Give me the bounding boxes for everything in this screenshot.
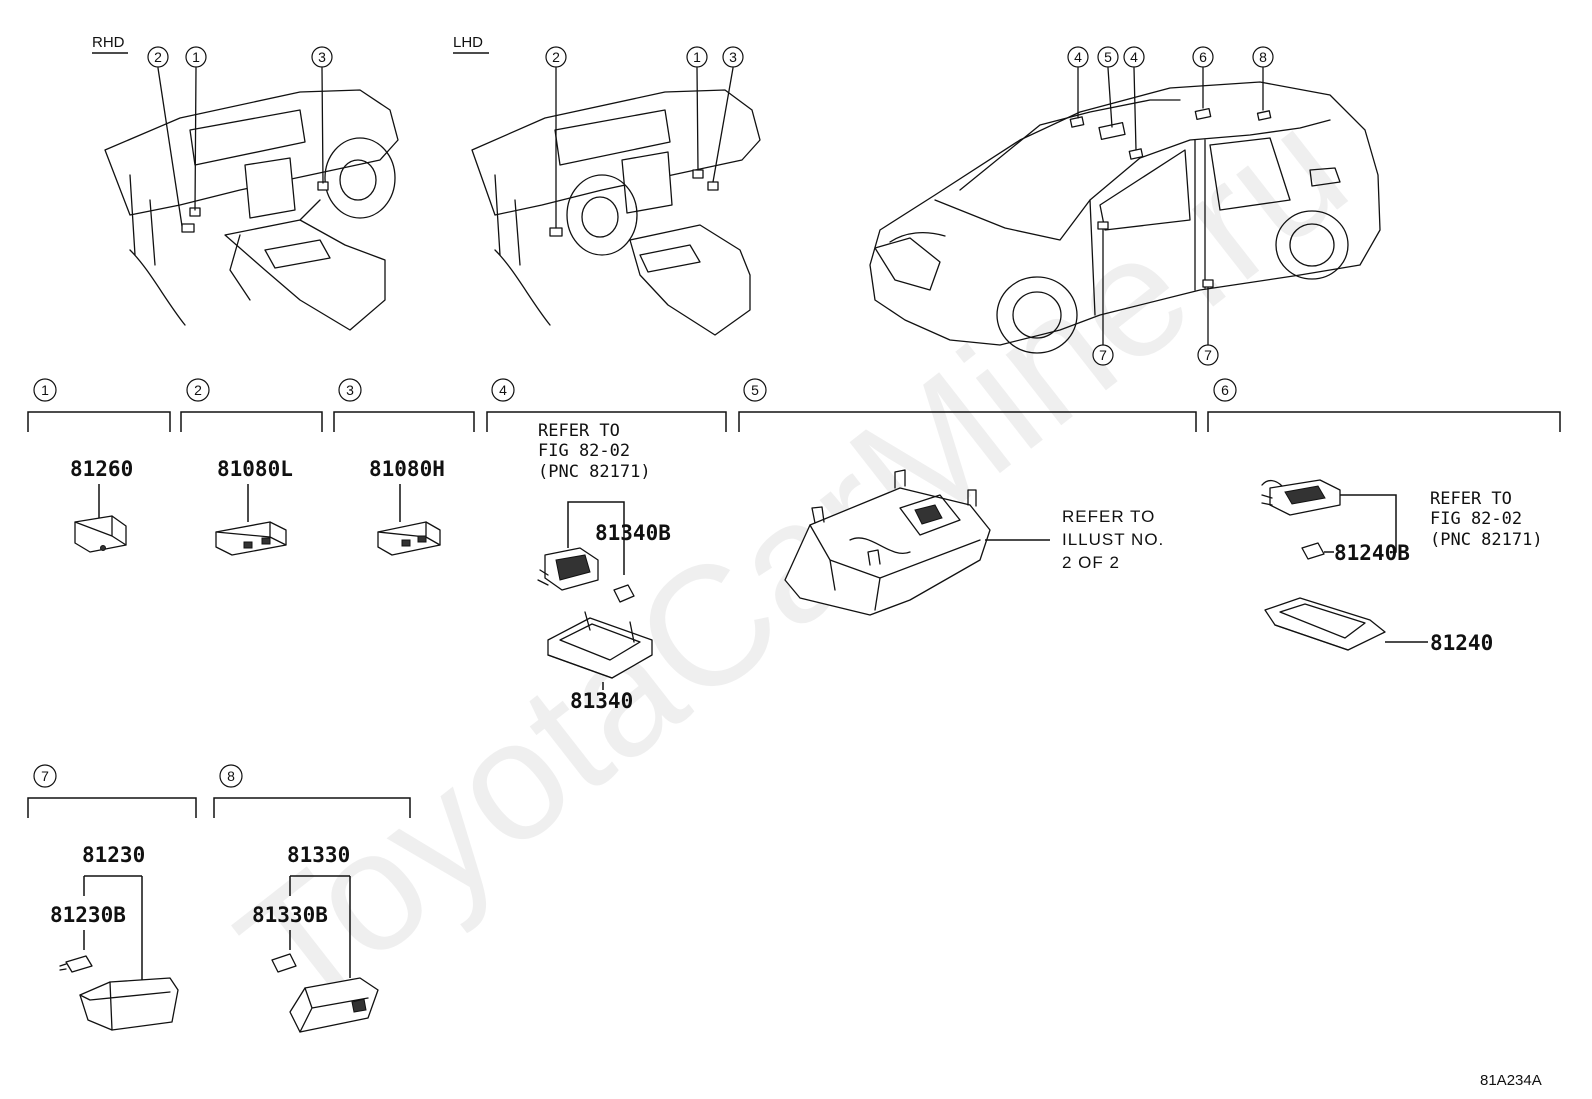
rhd-label: RHD bbox=[92, 34, 125, 51]
svg-text:7: 7 bbox=[1204, 347, 1212, 363]
car-callout-4a: 4 bbox=[1067, 46, 1089, 68]
svg-text:3: 3 bbox=[318, 49, 326, 65]
group-2-header: 2 bbox=[180, 378, 323, 432]
svg-text:3: 3 bbox=[346, 382, 354, 398]
group-2-part: 81080L bbox=[215, 457, 293, 556]
rhd-callout-3: 3 bbox=[311, 46, 333, 68]
part-number-81230: 81230 bbox=[82, 843, 145, 867]
car-callout-7a: 7 bbox=[1092, 344, 1114, 366]
group-4-header: 4 bbox=[486, 378, 727, 432]
group-6-note-line1: REFER TO bbox=[1430, 489, 1512, 509]
group-5-header: 5 bbox=[738, 378, 1197, 432]
part-number-81330: 81330 bbox=[287, 843, 350, 867]
svg-text:3: 3 bbox=[729, 49, 737, 65]
lhd-callout-1: 1 bbox=[686, 46, 708, 68]
part-number-81330B: 81330B bbox=[252, 903, 328, 927]
lhd-callout-3: 3 bbox=[722, 46, 744, 68]
rhd-callout-2: 2 bbox=[147, 46, 169, 68]
svg-text:1: 1 bbox=[192, 49, 200, 65]
svg-text:5: 5 bbox=[1104, 49, 1112, 65]
part-number-81240B: 81240B bbox=[1334, 541, 1410, 565]
svg-text:1: 1 bbox=[41, 382, 49, 398]
group-4-note-line3: (PNC 82171) bbox=[538, 462, 651, 482]
group-6-note-line3: (PNC 82171) bbox=[1430, 530, 1543, 550]
group-5-part: REFER TO ILLUST NO. 2 OF 2 bbox=[784, 469, 1164, 616]
svg-text:1: 1 bbox=[693, 49, 701, 65]
group-5-note-line2: ILLUST NO. bbox=[1062, 530, 1164, 549]
part-number-81340: 81340 bbox=[570, 689, 633, 713]
car-callout-7b: 7 bbox=[1197, 344, 1219, 366]
svg-text:4: 4 bbox=[1074, 49, 1082, 65]
group-5-note-line1: REFER TO bbox=[1062, 507, 1155, 526]
car-callout-5: 5 bbox=[1097, 46, 1119, 68]
group-5-note-line3: 2 OF 2 bbox=[1062, 553, 1120, 572]
car-callout-4b: 4 bbox=[1123, 46, 1145, 68]
svg-text:7: 7 bbox=[41, 768, 49, 784]
part-number-81230B: 81230B bbox=[50, 903, 126, 927]
group-6-header: 6 bbox=[1207, 378, 1561, 432]
part-number-81260: 81260 bbox=[70, 457, 133, 481]
figure-code: 81A234A bbox=[1480, 1072, 1542, 1089]
svg-text:5: 5 bbox=[751, 382, 759, 398]
svg-text:7: 7 bbox=[1099, 347, 1107, 363]
group-7-header: 7 bbox=[27, 764, 197, 818]
part-number-81080L: 81080L bbox=[217, 457, 293, 481]
svg-text:2: 2 bbox=[154, 49, 162, 65]
car-callout-8: 8 bbox=[1252, 46, 1274, 68]
group-headers: 1 2 3 4 5 6 7 8 bbox=[27, 378, 1561, 818]
rhd-callout-1: 1 bbox=[185, 46, 207, 68]
part-number-81340B: 81340B bbox=[595, 521, 671, 545]
lhd-label: LHD bbox=[453, 34, 483, 51]
part-number-81080H: 81080H bbox=[369, 457, 445, 481]
group-3-header: 3 bbox=[333, 378, 475, 432]
group-7-parts: 81230 81230B bbox=[50, 843, 179, 1031]
svg-text:6: 6 bbox=[1199, 49, 1207, 65]
rhd-dashboard-view: RHD 2 1 3 bbox=[92, 34, 399, 331]
car-view: 4 5 4 6 8 7 7 bbox=[869, 46, 1381, 366]
svg-text:4: 4 bbox=[499, 382, 507, 398]
car-callout-6: 6 bbox=[1192, 46, 1214, 68]
svg-text:2: 2 bbox=[552, 49, 560, 65]
group-3-part: 81080H bbox=[369, 457, 445, 556]
part-number-81240: 81240 bbox=[1430, 631, 1493, 655]
group-4-parts: REFER TO FIG 82-02 (PNC 82171) 81340B 81… bbox=[537, 421, 671, 713]
lhd-callout-2: 2 bbox=[545, 46, 567, 68]
group-1-part: 81260 bbox=[70, 457, 133, 553]
svg-text:6: 6 bbox=[1221, 382, 1229, 398]
group-8-parts: 81330 81330B bbox=[252, 843, 379, 1033]
group-6-parts: REFER TO FIG 82-02 (PNC 82171) 81240B 81… bbox=[1261, 479, 1543, 655]
group-6-note-line2: FIG 82-02 bbox=[1430, 509, 1522, 529]
group-1-header: 1 bbox=[27, 378, 171, 432]
group-4-note-line1: REFER TO bbox=[538, 421, 620, 441]
svg-text:4: 4 bbox=[1130, 49, 1138, 65]
group-8-header: 8 bbox=[213, 764, 411, 818]
svg-text:2: 2 bbox=[194, 382, 202, 398]
lhd-dashboard-view: LHD 2 1 3 bbox=[453, 34, 761, 336]
group-4-note-line2: FIG 82-02 bbox=[538, 441, 630, 461]
svg-text:8: 8 bbox=[1259, 49, 1267, 65]
svg-text:8: 8 bbox=[227, 768, 235, 784]
